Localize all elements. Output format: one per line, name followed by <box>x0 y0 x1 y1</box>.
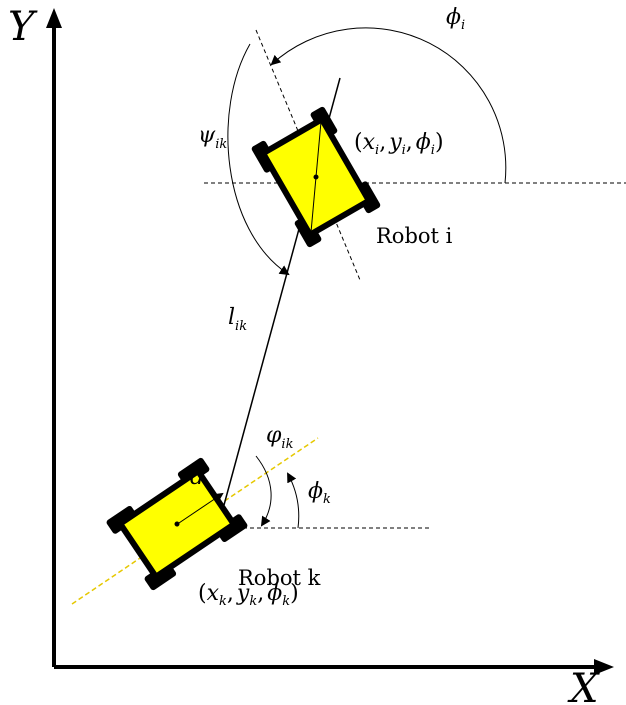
psi-ik-label: ψik <box>198 123 227 152</box>
robot-i-center <box>313 174 319 180</box>
x-axis-arrowhead <box>594 659 614 675</box>
robot-k-pose-label: (xk,yk,ϕk) <box>198 581 299 609</box>
y-axis-label: Y <box>8 4 38 50</box>
phi-k-arc <box>287 472 300 529</box>
robot-i-name: Robot i <box>376 224 453 248</box>
phi-k-label: ϕk <box>308 479 331 507</box>
phi-i-arc <box>270 27 507 184</box>
psi-ik-arc <box>227 43 290 276</box>
l-ik-label: lik <box>228 305 247 334</box>
robot-i-pose-label: (xi,yi,ϕi) <box>354 130 444 158</box>
varphi-ik-label: φik <box>266 423 294 452</box>
offset-d-label: d <box>190 465 204 490</box>
robot-k-name: Robot k <box>238 566 321 590</box>
y-axis-arrowhead <box>46 8 62 28</box>
offset-d-arrow <box>175 492 224 526</box>
varphi-ik-arc <box>255 455 272 527</box>
x-axis-label: X <box>567 666 600 705</box>
robot-i <box>251 106 381 248</box>
phi-i-label: ϕi <box>446 5 465 33</box>
